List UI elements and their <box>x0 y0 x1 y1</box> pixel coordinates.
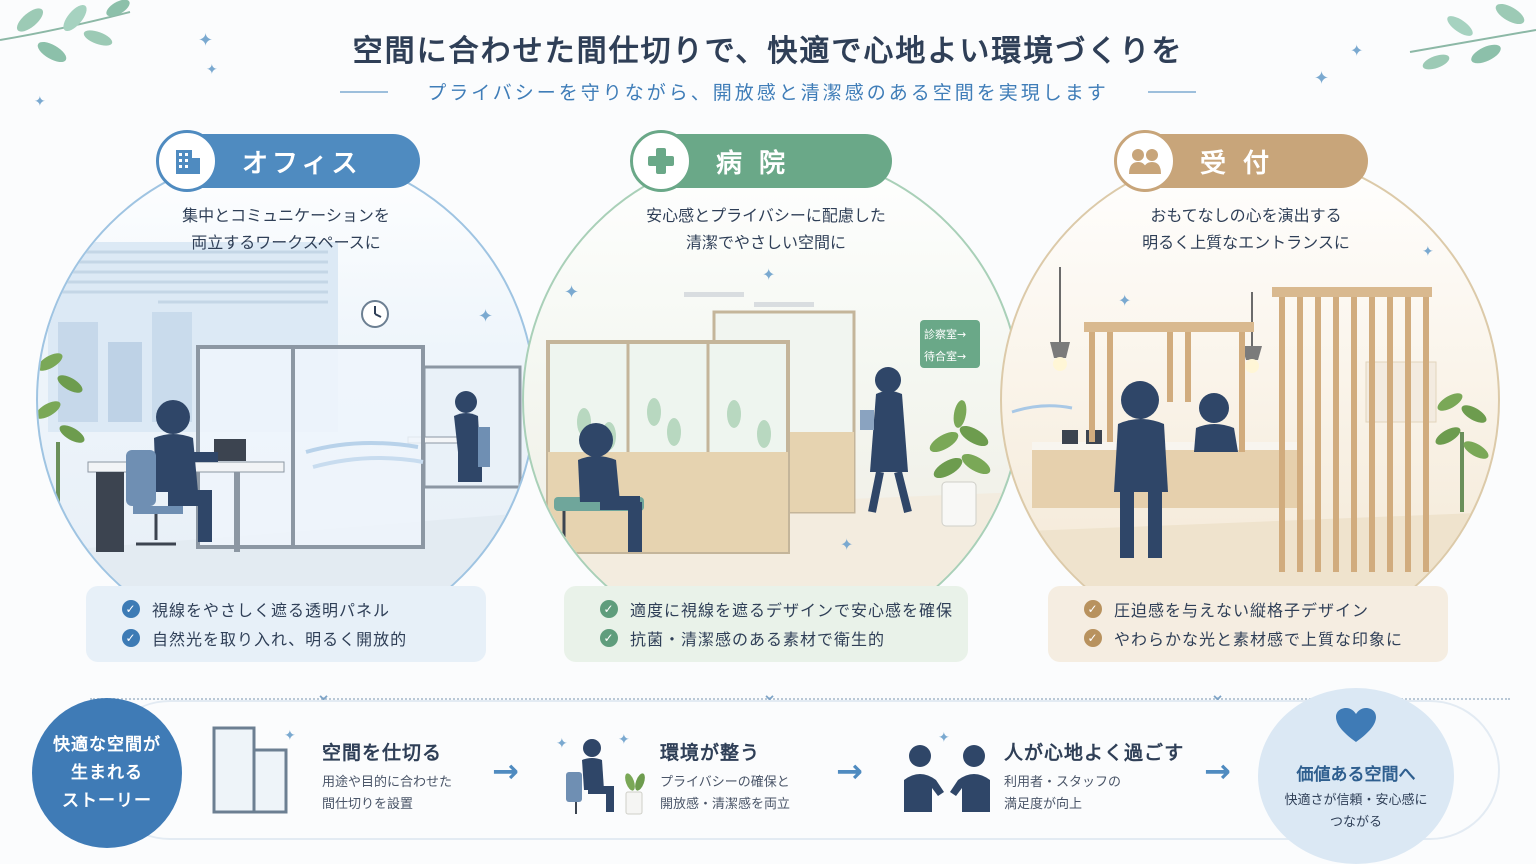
hospital-caption-line-1: 安心感とプライバシーに配慮した <box>646 206 886 225</box>
svg-text:✦: ✦ <box>1118 291 1131 310</box>
value-title: 価値ある空間へ <box>1296 765 1416 785</box>
step-2-desc-line-1: プライバシーの確保と <box>660 775 790 790</box>
benefit-item: ✓ 適度に視線を遮るデザインで安心感を確保 <box>600 594 968 623</box>
reception-caption-line-1: おもてなしの心を演出する <box>1150 206 1342 225</box>
hospital-benefits: ✓ 適度に視線を遮るデザインで安心感を確保 ✓ 抗菌・清潔感のある素材で衛生的 <box>564 586 968 662</box>
waiting-room-sign: 待合室→ <box>924 349 966 363</box>
check-icon: ✓ <box>122 599 140 618</box>
building-icon <box>156 130 218 192</box>
story-line-1: 快適な空間が <box>53 735 161 755</box>
reception-label: 受 付 <box>1200 148 1274 179</box>
svg-text:✦: ✦ <box>938 730 950 746</box>
page-subtitle: プライバシーを守りながら、開放感と清潔感のある空間を実現します <box>427 82 1109 104</box>
hospital-caption-line-2: 清潔でやさしい空間に <box>685 233 846 252</box>
story-band <box>100 700 1500 840</box>
leaf-decoration-left <box>0 0 131 63</box>
svg-text:✦: ✦ <box>34 94 46 110</box>
story-line-2: 生まれる <box>71 763 143 783</box>
heart-icon <box>1336 708 1376 742</box>
benefit-text: 自然光を取り入れ、明るく開放的 <box>152 629 408 649</box>
svg-text:✦: ✦ <box>478 306 493 327</box>
reception-caption: おもてなしの心を演出する 明るく上質なエントランスに <box>1046 202 1446 256</box>
partition-icon: ✦ <box>212 726 296 814</box>
office-caption: 集中とコミュニケーションを 両立するワークスペースに <box>86 202 486 256</box>
step-3-desc-line-2: 満足度が向上 <box>1004 797 1083 812</box>
step-1-title: 空間を仕切る <box>322 742 443 764</box>
value-desc-line-2: つながる <box>1329 815 1382 830</box>
reception-benefits: ✓ 圧迫感を与えない縦格子デザイン ✓ やわらかな光と素材感で上質な印象に <box>1048 586 1448 662</box>
step-1-desc-line-2: 間仕切りを設置 <box>322 797 414 812</box>
svg-text:✦: ✦ <box>1314 68 1329 89</box>
medical-cross-icon <box>630 130 692 192</box>
check-icon: ✓ <box>1084 599 1102 618</box>
svg-text:✦: ✦ <box>618 732 630 748</box>
benefit-text: 視線をやさしく遮る透明パネル <box>152 600 391 620</box>
svg-text:✦: ✦ <box>1350 41 1363 60</box>
svg-text:✦: ✦ <box>284 728 296 744</box>
svg-text:✦: ✦ <box>1422 244 1434 260</box>
sparkle-decoration-right: ✦ ✦ <box>1314 41 1363 89</box>
svg-text:✦: ✦ <box>564 282 579 303</box>
step-2-desc-line-2: 開放感・清潔感を両立 <box>660 797 791 812</box>
office-label-pill: オフィス <box>156 130 420 192</box>
svg-text:✦: ✦ <box>206 62 218 78</box>
office-benefits: ✓ 視線をやさしく遮る透明パネル ✓ 自然光を取り入れ、明るく開放的 <box>86 586 486 662</box>
benefit-item: ✓ 自然光を取り入れ、明るく開放的 <box>122 623 486 652</box>
chevron-down-icon: ⌄ <box>762 684 778 705</box>
value-badge: 価値ある空間へ 快適さが信頼・安心感に つながる <box>1258 688 1454 864</box>
subtitle-rule-left <box>340 91 388 93</box>
chevron-down-icon: ⌄ <box>316 684 332 705</box>
office-label: オフィス <box>242 148 362 179</box>
benefit-item: ✓ やわらかな光と素材感で上質な印象に <box>1084 623 1448 652</box>
hospital-caption: 安心感とプライバシーに配慮した 清潔でやさしい空間に <box>566 202 966 256</box>
benefit-text: 抗菌・清潔感のある素材で衛生的 <box>630 629 886 649</box>
step-2-title: 環境が整う <box>660 742 761 764</box>
check-icon: ✓ <box>122 628 140 647</box>
two-people-icon: ✦ <box>904 730 990 812</box>
leaf-decoration-right <box>1409 3 1536 70</box>
check-icon: ✓ <box>1084 628 1102 647</box>
svg-text:✦: ✦ <box>840 535 853 554</box>
dotted-connector <box>90 698 1510 700</box>
story-line-3: ストーリー <box>62 791 152 811</box>
subtitle-rule-right <box>1148 91 1196 93</box>
value-desc-line-1: 快適さが信頼・安心感に <box>1284 793 1428 808</box>
office-caption-line-1: 集中とコミュニケーションを <box>182 206 390 225</box>
step-1-desc-line-1: 用途や目的に合わせた <box>322 775 453 790</box>
svg-text:✦: ✦ <box>762 265 775 284</box>
check-icon: ✓ <box>600 628 618 647</box>
exam-room-sign: 診察室→ <box>924 327 966 341</box>
reception-label-pill: 受 付 <box>1114 130 1368 192</box>
arrow-right-icon: → <box>836 752 863 790</box>
office-caption-line-2: 両立するワークスペースに <box>191 233 381 252</box>
benefit-item: ✓ 抗菌・清潔感のある素材で衛生的 <box>600 623 968 652</box>
seated-person-icon: ✦ ✦ <box>556 732 645 815</box>
benefit-item: ✓ 圧迫感を与えない縦格子デザイン <box>1084 594 1448 623</box>
benefit-item: ✓ 視線をやさしく遮る透明パネル <box>122 594 486 623</box>
step-1-desc: 用途や目的に合わせた 間仕切りを設置 <box>322 772 452 816</box>
reception-caption-line-2: 明るく上質なエントランスに <box>1142 233 1350 252</box>
step-2-desc: プライバシーの確保と 開放感・清潔感を両立 <box>660 772 790 816</box>
story-badge: 快適な空間が 生まれる ストーリー <box>32 698 182 848</box>
step-3-title: 人が心地よく過ごす <box>1004 742 1185 764</box>
benefit-text: 圧迫感を与えない縦格子デザイン <box>1114 600 1370 620</box>
people-icon <box>1114 130 1176 192</box>
benefit-text: やわらかな光と素材感で上質な印象に <box>1114 629 1404 649</box>
page-title: 空間に合わせた間仕切りで、快適で心地よい環境づくりを <box>352 34 1184 69</box>
hospital-label: 病 院 <box>716 148 790 179</box>
office-scene: ✦ <box>36 150 536 650</box>
arrow-right-icon: → <box>492 752 519 790</box>
arrow-right-icon: → <box>1204 752 1231 790</box>
benefit-text: 適度に視線を遮るデザインで安心感を確保 <box>630 600 954 620</box>
check-icon: ✓ <box>600 599 618 618</box>
step-3-desc: 利用者・スタッフの 満足度が向上 <box>1004 772 1121 816</box>
step-3-desc-line-1: 利用者・スタッフの <box>1004 775 1122 790</box>
sparkle-decoration-left: ✦ ✦ ✦ <box>34 30 218 110</box>
svg-text:✦: ✦ <box>198 30 213 51</box>
hospital-label-pill: 病 院 <box>630 130 892 192</box>
value-desc: 快適さが信頼・安心感に つながる <box>1258 790 1454 834</box>
svg-text:✦: ✦ <box>556 736 568 752</box>
chevron-down-icon: ⌄ <box>1210 684 1226 705</box>
